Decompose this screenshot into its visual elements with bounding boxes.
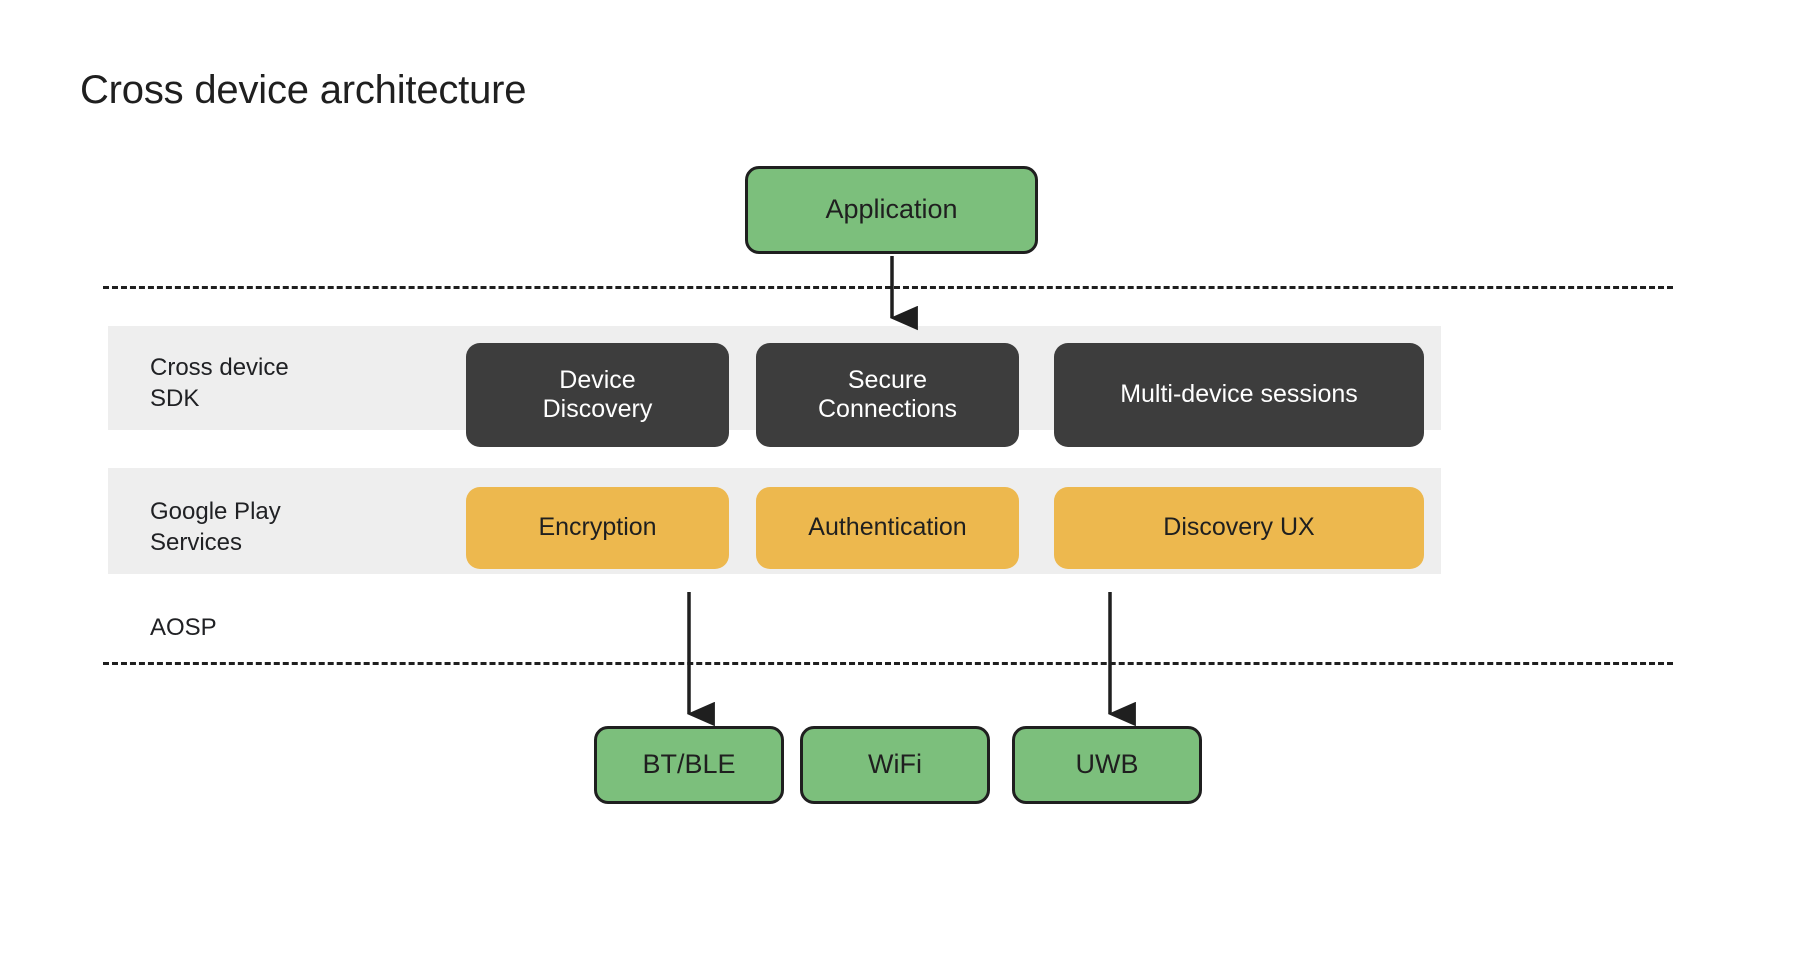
dashed-divider-top xyxy=(103,286,1673,289)
node-wifi[interactable]: WiFi xyxy=(800,726,990,804)
node-device-discovery[interactable]: Device Discovery xyxy=(466,343,729,447)
node-uwb[interactable]: UWB xyxy=(1012,726,1202,804)
node-secure-connections[interactable]: Secure Connections xyxy=(756,343,1019,447)
node-multi-device-sessions[interactable]: Multi-device sessions xyxy=(1054,343,1424,447)
node-encryption[interactable]: Encryption xyxy=(466,487,729,569)
node-discovery-ux[interactable]: Discovery UX xyxy=(1054,487,1424,569)
row-label-google-play-services: Google Play Services xyxy=(150,498,281,556)
dashed-divider-bottom xyxy=(103,662,1673,665)
row-label-cross-device-sdk: Cross device SDK xyxy=(150,354,289,412)
node-application[interactable]: Application xyxy=(745,166,1038,254)
node-authentication[interactable]: Authentication xyxy=(756,487,1019,569)
row-label-aosp: AOSP xyxy=(150,614,217,641)
node-bt-ble[interactable]: BT/BLE xyxy=(594,726,784,804)
page-title: Cross device architecture xyxy=(80,68,527,112)
